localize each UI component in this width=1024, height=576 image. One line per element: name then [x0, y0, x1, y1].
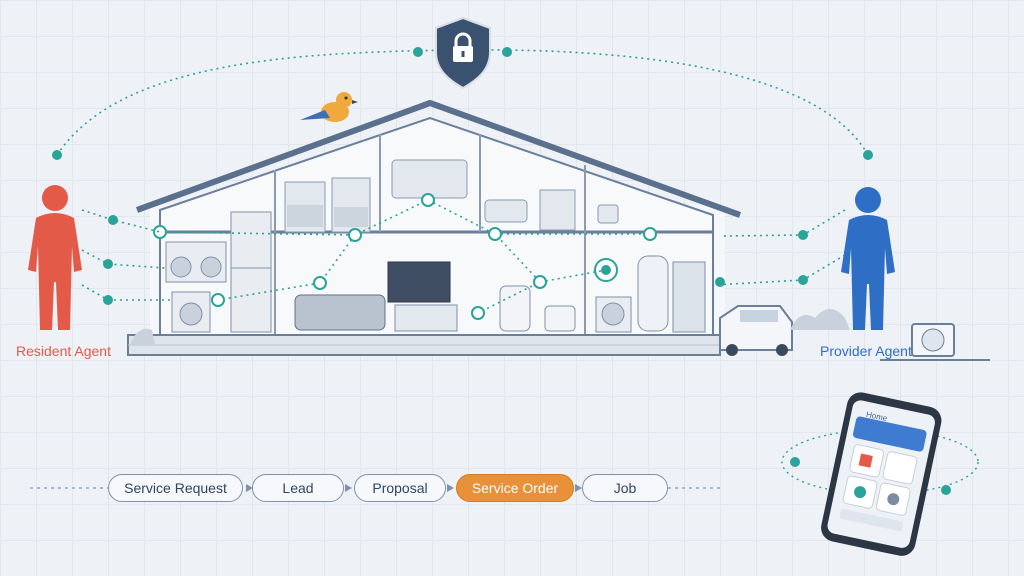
- stage-service-request[interactable]: Service Request: [108, 474, 243, 502]
- car-icon: [719, 305, 793, 356]
- stage-proposal[interactable]: Proposal: [354, 474, 446, 502]
- resident-agent-figure: [28, 185, 82, 330]
- resident-agent-label: Resident Agent: [16, 343, 111, 359]
- provider-agent-figure: [841, 187, 895, 330]
- house-cutaway: [127, 100, 742, 356]
- bird-icon: [300, 92, 358, 122]
- provider-agent-label: Provider Agent: [820, 343, 912, 359]
- stage-lead[interactable]: Lead: [252, 474, 344, 502]
- workflow-pipeline: Service Request Lead Proposal Service Or…: [30, 474, 710, 504]
- device-network: [159, 199, 650, 314]
- stage-service-order[interactable]: Service Order: [456, 474, 574, 502]
- stage-job[interactable]: Job: [582, 474, 668, 502]
- shield-lock-icon: [435, 16, 491, 90]
- smartphone: [821, 392, 942, 556]
- hvac-unit-icon: [911, 323, 955, 357]
